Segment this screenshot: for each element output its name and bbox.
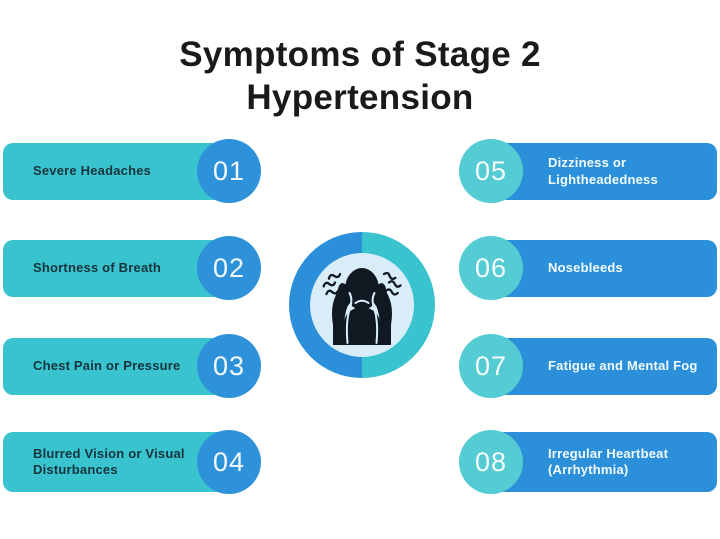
symptom-label: Chest Pain or Pressure bbox=[33, 358, 181, 374]
number-badge-06: 06 bbox=[459, 236, 523, 300]
badge-number: 08 bbox=[474, 446, 508, 477]
symptom-label: Nosebleeds bbox=[548, 260, 623, 276]
badge-number: 06 bbox=[474, 252, 508, 283]
symptom-bar-02: Shortness of Breath bbox=[3, 240, 236, 297]
symptom-label: Fatigue and Mental Fog bbox=[548, 358, 698, 374]
symptom-label: Severe Headaches bbox=[33, 163, 152, 179]
center-graphic-inner-circle bbox=[310, 253, 414, 357]
number-badge-04: 04 bbox=[197, 430, 261, 494]
number-badge-01: 01 bbox=[197, 139, 261, 203]
badge-number: 01 bbox=[212, 155, 246, 186]
center-graphic-ring bbox=[289, 232, 435, 378]
number-badge-08: 08 bbox=[459, 430, 523, 494]
badge-number: 04 bbox=[212, 446, 246, 477]
symptom-label: Blurred Vision or Visual Disturbances bbox=[33, 445, 185, 478]
badge-number: 07 bbox=[474, 350, 508, 381]
symptom-label: Irregular Heartbeat (Arrhythmia) bbox=[548, 445, 669, 478]
badge-number: 02 bbox=[212, 252, 246, 283]
symptom-label: Shortness of Breath bbox=[33, 260, 162, 276]
page-title: Symptoms of Stage 2 Hypertension bbox=[0, 33, 720, 119]
badge-number: 05 bbox=[474, 155, 508, 186]
badge-number: 03 bbox=[212, 350, 246, 381]
number-badge-07: 07 bbox=[459, 334, 523, 398]
number-badge-05: 05 bbox=[459, 139, 523, 203]
page-title-line2: Hypertension bbox=[246, 78, 474, 117]
page-title-line1: Symptoms of Stage 2 bbox=[179, 35, 541, 74]
number-badge-02: 02 bbox=[197, 236, 261, 300]
number-badge-03: 03 bbox=[197, 334, 261, 398]
symptom-label: Dizziness or Lightheadedness bbox=[548, 155, 658, 187]
stressed-person-headache-icon bbox=[322, 268, 402, 345]
